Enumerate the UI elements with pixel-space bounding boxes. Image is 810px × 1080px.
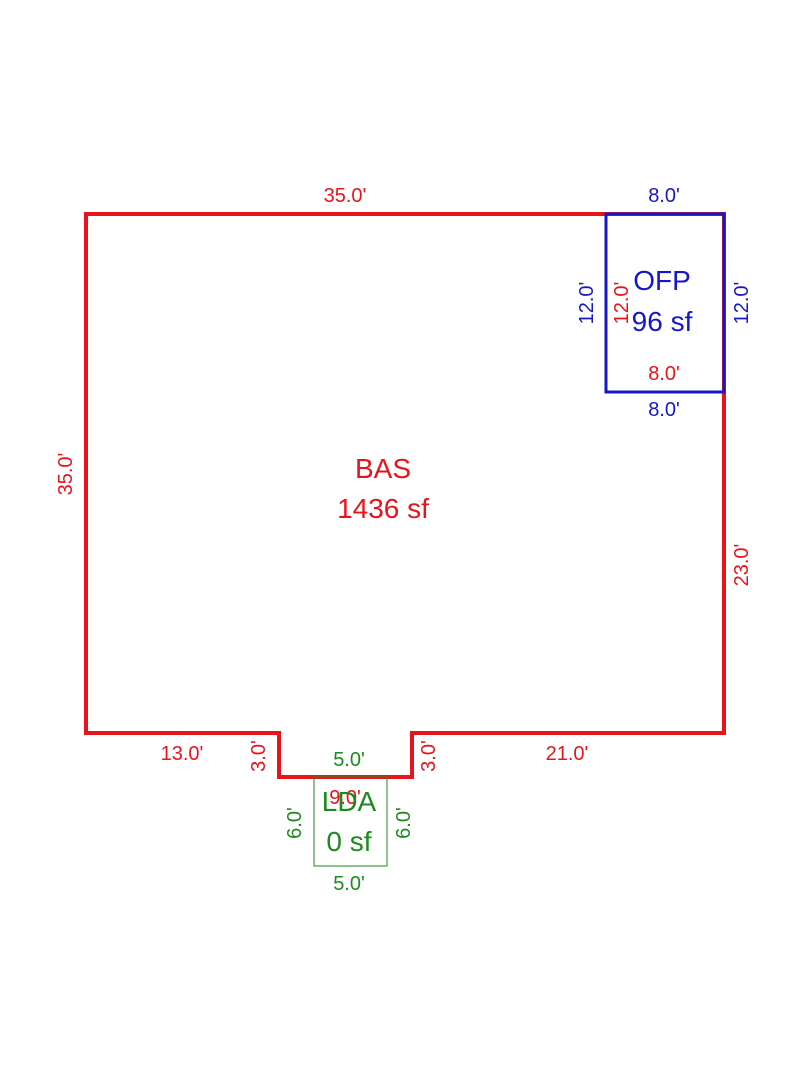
bas-left-dimension: 35.0' (55, 453, 77, 496)
bas-ofp-bottom-dimension: 8.0' (648, 363, 680, 385)
ofp-area-size: 96 sf (632, 306, 693, 337)
ofp-left-dimension: 12.0' (576, 282, 598, 325)
bas-bottom-left-dimension: 13.0' (161, 743, 204, 765)
bas-notch-left-dimension: 3.0' (248, 740, 270, 772)
ofp-outline (604, 212, 726, 394)
lda-top-dimension: 5.0' (333, 749, 365, 771)
bas-right-lower-dimension: 23.0' (731, 544, 753, 587)
lda-bottom-dimension: 5.0' (333, 873, 365, 895)
bas-notch-bottom-dimension: 9.0' (329, 787, 361, 809)
ofp-area-name: OFP (633, 265, 691, 296)
lda-area-size: 0 sf (326, 826, 371, 857)
lda-left-dimension: 6.0' (284, 807, 306, 839)
bas-notch-right-dimension: 3.0' (418, 740, 440, 772)
lda-right-dimension: 6.0' (393, 807, 415, 839)
ofp-top-dimension: 8.0' (648, 185, 680, 207)
bas-top-dimension: 35.0' (324, 185, 367, 207)
bas-area-name: BAS (355, 453, 411, 484)
ofp-bottom-dimension: 8.0' (648, 399, 680, 421)
ofp-right-dimension: 12.0' (731, 282, 753, 325)
bas-area-size: 1436 sf (337, 493, 429, 524)
lda-area-name: LDA (322, 786, 377, 817)
bas-ofp-side-dimension: 12.0' (611, 282, 633, 325)
lda-outline (313, 776, 388, 867)
bas-bottom-right-dimension: 21.0' (546, 743, 589, 765)
